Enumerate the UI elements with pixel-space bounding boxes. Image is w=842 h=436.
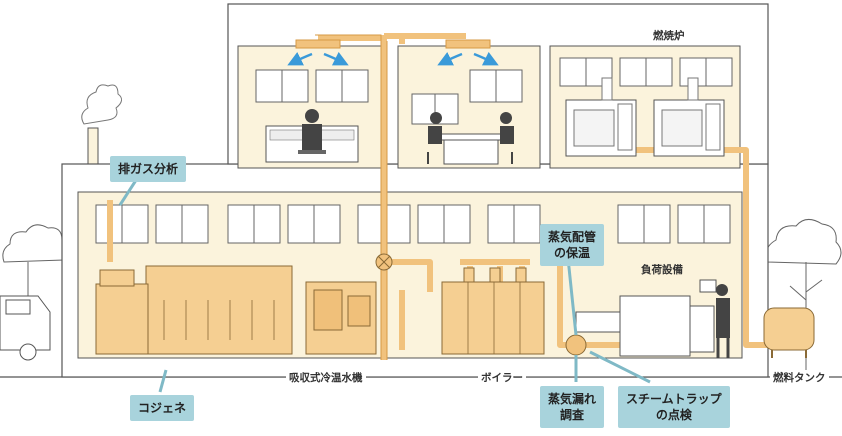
worker-icon bbox=[430, 112, 442, 124]
operator-icon bbox=[305, 109, 319, 123]
load-equipment-unit bbox=[575, 279, 730, 358]
steam-trap-inspection-callout: スチームトラップ の点検 bbox=[618, 386, 730, 428]
technician-icon bbox=[716, 284, 728, 296]
tree-right-icon bbox=[765, 219, 842, 376]
office-desk bbox=[427, 112, 514, 165]
cogeneration-callout: コジェネ bbox=[130, 395, 195, 421]
smoke-icon bbox=[81, 84, 122, 125]
steam-leak-survey-line-1: 蒸気漏れ bbox=[548, 392, 597, 406]
truck-icon bbox=[0, 295, 51, 361]
exhaust-gas-analysis-callout: 排ガス分析 bbox=[110, 156, 187, 182]
windows-lower bbox=[95, 204, 731, 244]
worker-icon-2 bbox=[500, 112, 512, 124]
fuel-tank-unit bbox=[763, 307, 815, 358]
ceiling-ac-icon bbox=[287, 39, 499, 66]
steam-trap-icon bbox=[565, 334, 587, 356]
incinerator-label: 燃焼炉 bbox=[653, 30, 685, 42]
steam-pipe-insulation-callout: 蒸気配管 の保温 bbox=[540, 224, 605, 266]
boiler-label: ボイラー bbox=[478, 370, 526, 385]
control-desk bbox=[265, 109, 359, 163]
absorption-chiller-unit bbox=[305, 253, 393, 355]
boiler-units bbox=[441, 267, 545, 355]
steam-leak-survey-callout: 蒸気漏れ 調査 bbox=[540, 386, 605, 428]
steam-pipe-insulation-line-2: の保温 bbox=[554, 246, 591, 260]
cogeneration-unit bbox=[95, 265, 293, 355]
windows-upper bbox=[255, 57, 733, 125]
tree-left-icon bbox=[2, 224, 68, 300]
steam-leak-survey-line-2: 調査 bbox=[560, 408, 585, 422]
furnace-units bbox=[565, 77, 725, 157]
callout-leaders bbox=[118, 173, 651, 393]
chimney bbox=[81, 84, 122, 165]
absorption-chiller-label: 吸収式冷温水機 bbox=[286, 370, 366, 385]
steam-pipe-insulation-line-1: 蒸気配管 bbox=[548, 230, 597, 244]
steam-trap-inspection-line-2: の点検 bbox=[655, 408, 692, 422]
pipe-outline bbox=[315, 34, 388, 360]
fuel-tank-label: 燃料タンク bbox=[770, 370, 829, 385]
steam-trap-inspection-line-1: スチームトラップ bbox=[626, 392, 722, 406]
load-equipment-label: 負荷設備 bbox=[641, 264, 683, 276]
